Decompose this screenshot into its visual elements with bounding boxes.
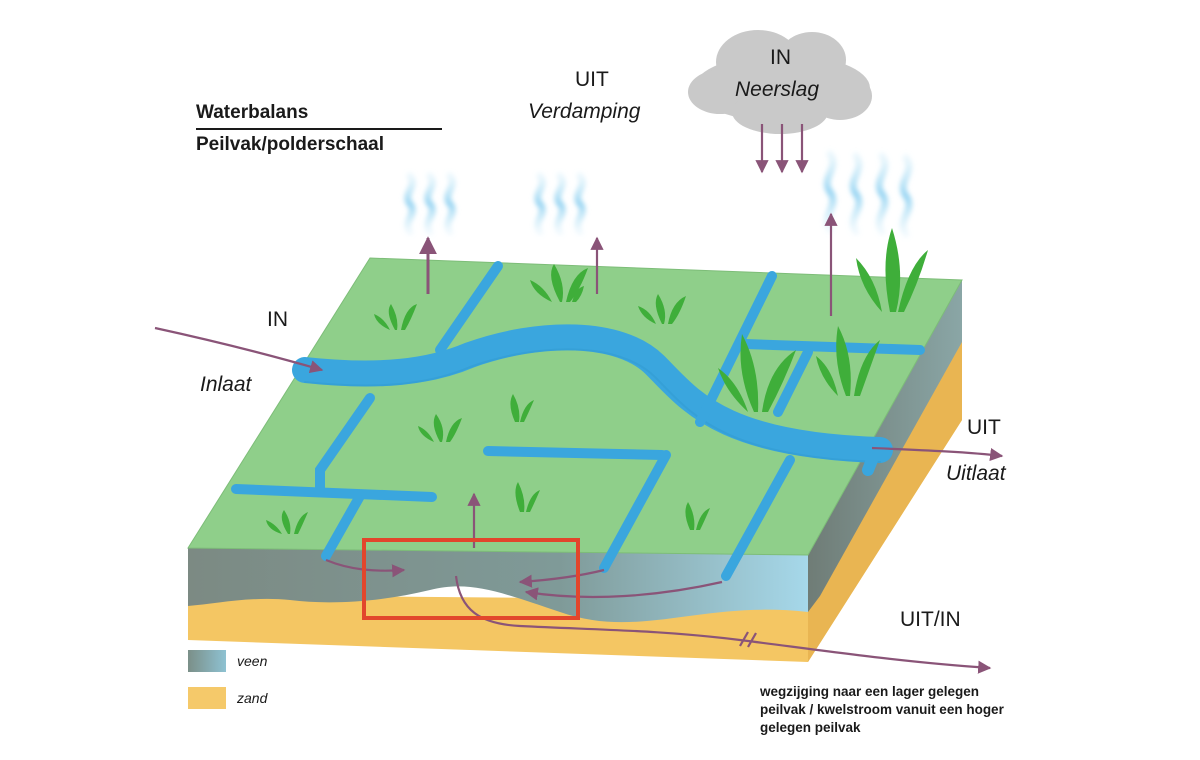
legend-swatch-zand: [188, 687, 226, 709]
seepage-description: wegzijging naar een lager gelegen peilva…: [760, 683, 1004, 737]
inlet-direction: IN: [267, 308, 288, 331]
title-divider: [196, 128, 442, 130]
legend-label-veen: veen: [237, 653, 268, 669]
precipitation-direction: IN: [770, 46, 791, 69]
title-line1: Waterbalans: [196, 102, 309, 123]
cloud-icon: [688, 30, 872, 134]
inlet-label: Inlaat: [200, 373, 252, 396]
legend-label-zand: zand: [237, 690, 268, 706]
flow-arrows: [154, 124, 1004, 674]
highlight-box: [362, 538, 580, 620]
diagram-title: Waterbalans Peilvak/polderschaal: [196, 102, 442, 156]
seepage-line-2: peilvak / kwelstroom vanuit een hoger: [760, 702, 1004, 717]
legend-swatch-veen: [188, 650, 226, 672]
outlet-label: Uitlaat: [946, 462, 1006, 485]
waterways: [231, 261, 925, 581]
land-surface: [187, 257, 963, 556]
evaporation-label: Verdamping: [528, 100, 641, 123]
vapour-plumes: [404, 150, 913, 238]
sand-layer: [188, 338, 962, 662]
outlet-direction: UIT: [967, 416, 1001, 439]
seepage-line-1: wegzijging naar een lager gelegen: [760, 684, 980, 699]
seepage-direction: UIT/IN: [900, 608, 961, 631]
seepage-line-3: gelegen peilvak: [760, 720, 861, 735]
vegetation: [266, 228, 928, 534]
evaporation-direction: UIT: [575, 68, 609, 91]
precipitation-label: Neerslag: [735, 78, 820, 101]
title-line2: Peilvak/polderschaal: [196, 134, 384, 155]
